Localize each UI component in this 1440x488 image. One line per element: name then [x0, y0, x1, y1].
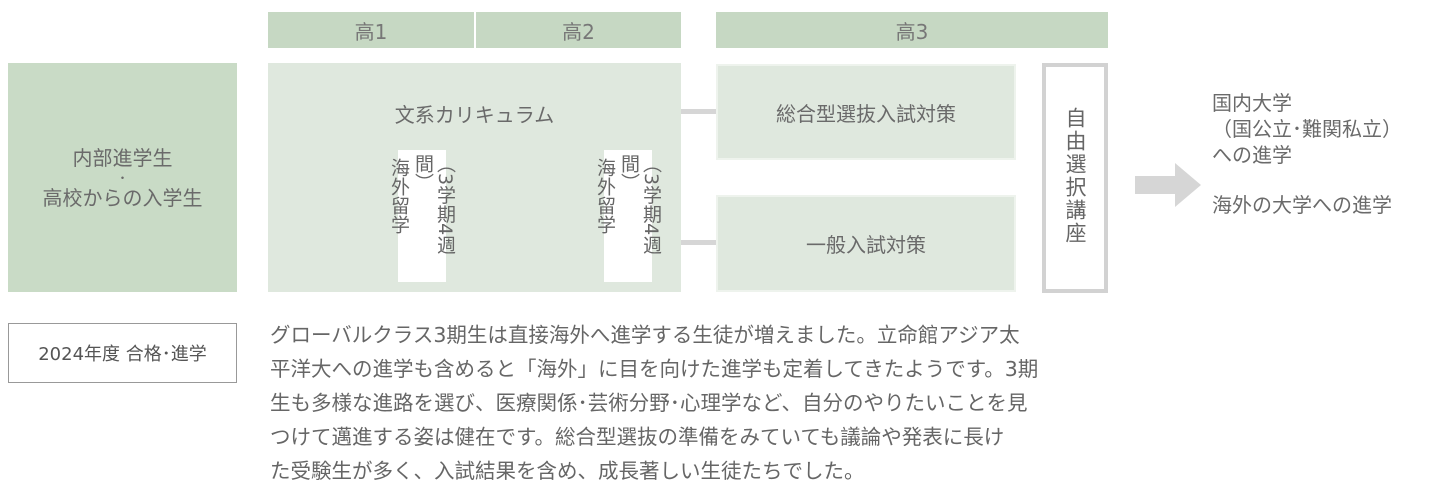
- students-line2: 高校からの入学生: [42, 185, 203, 210]
- description-line: 平洋大への進学も含めると「海外」に目を向けた進学も定着してきたようです。3期: [270, 357, 1039, 381]
- description-line: グローバルクラス3期生は直接海外へ進学する生徒が増えました。立命館アジア太: [270, 323, 1020, 347]
- description-paragraph: グローバルクラス3期生は直接海外へ進学する生徒が増えました。立命館アジア太 平洋…: [270, 318, 1038, 488]
- general-track-label: 一般入試対策: [806, 233, 926, 257]
- outcome-domestic: 国内大学: [1212, 91, 1292, 115]
- students-box: 内部進学生 ・ 高校からの入学生: [8, 63, 237, 292]
- study-abroad-label: 海外留学: [594, 158, 616, 234]
- description-line: つけて邁進する姿は健在です。総合型選抜の準備をみていても議論や発表に長け: [270, 425, 1005, 449]
- curriculum-box: 文系カリキュラム 海外留学 （3学期4週間） 海外留学 （3学期4週間）: [268, 63, 681, 292]
- study-abroad-year2: 海外留学 （3学期4週間）: [594, 150, 662, 282]
- comprehensive-track-label: 総合型選抜入試対策: [776, 101, 956, 126]
- outcomes: 国内大学 （国公立･難関私立） への進学 海外の大学への進学: [1212, 90, 1402, 218]
- study-abroad-note: （3学期4週間）: [618, 154, 662, 255]
- outcome-domestic-suffix: への進学: [1212, 143, 1292, 167]
- connector-line: [681, 240, 716, 245]
- outcome-domestic-detail: （国公立･難関私立）: [1212, 117, 1402, 141]
- header-year1-label: 高1: [354, 19, 388, 44]
- header-year2-label: 高2: [562, 19, 595, 44]
- description-line: た受験生が多く、入試結果を含め、成長著しい生徒たちでした。: [270, 459, 865, 483]
- students-line1: 内部進学生: [72, 145, 173, 170]
- result-label-box: 2024年度 合格･進学: [8, 323, 237, 383]
- students-separator: ・: [116, 170, 129, 185]
- elective-box: 自由選択講座: [1042, 63, 1108, 293]
- study-abroad-year1: 海外留学 （3学期4週間）: [388, 150, 456, 282]
- connector-line: [681, 109, 716, 114]
- description-line: 生も多様な進路を選び、医療関係･芸術分野･心理学など、自分のやりたいことを見: [270, 391, 1028, 415]
- comprehensive-track-box: 総合型選抜入試対策: [716, 64, 1016, 160]
- header-year1: 高1: [268, 12, 474, 48]
- general-track-box: 一般入試対策: [716, 195, 1016, 292]
- curriculum-title: 文系カリキュラム: [394, 103, 555, 127]
- elective-label: 自由選択講座: [1063, 107, 1087, 245]
- arrow-right-icon: [1135, 163, 1201, 207]
- header-year3: 高3: [716, 12, 1108, 48]
- header-year3-label: 高3: [895, 19, 929, 44]
- header-year2: 高2: [476, 12, 681, 48]
- outcome-overseas: 海外の大学への進学: [1212, 193, 1392, 217]
- study-abroad-label: 海外留学: [388, 158, 410, 234]
- result-label: 2024年度 合格･進学: [38, 344, 207, 365]
- study-abroad-note: （3学期4週間）: [412, 154, 456, 255]
